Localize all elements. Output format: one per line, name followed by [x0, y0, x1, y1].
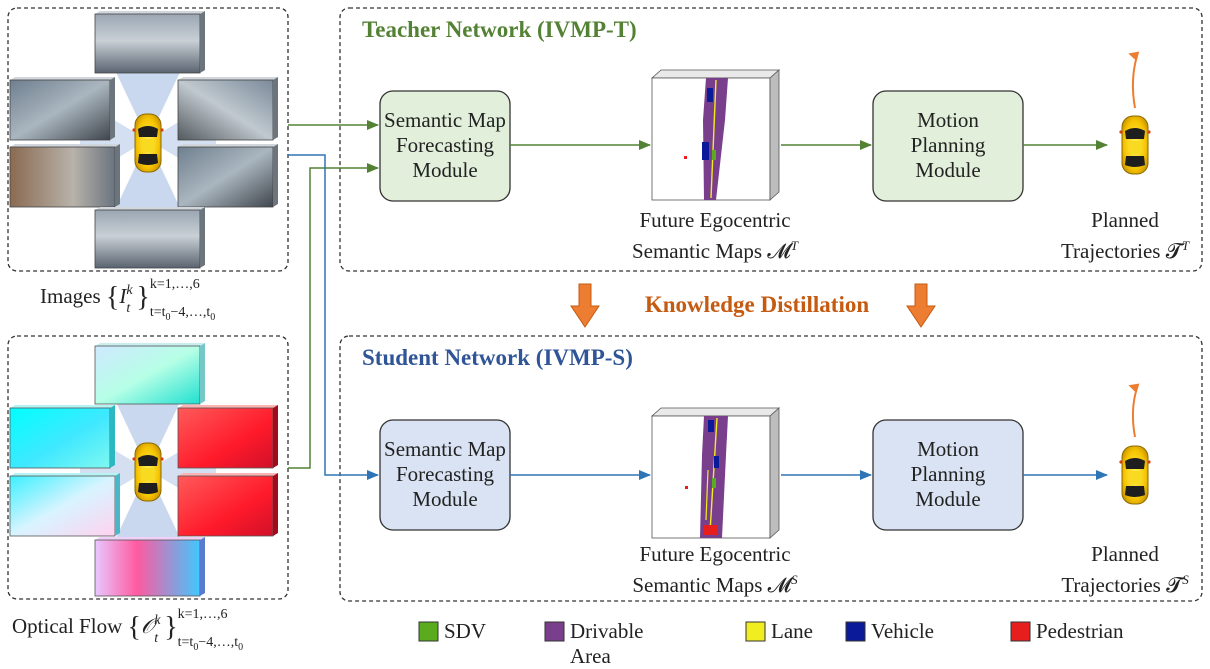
legend-swatch-pedestrian: [1010, 621, 1031, 642]
student-title: Student Network (IVMP-S): [362, 345, 633, 370]
flow-image-front-left: [9, 405, 115, 469]
legend-swatch-lane: [745, 621, 766, 642]
student-arrows: [288, 154, 1108, 480]
flow-image-back-left: [9, 473, 120, 537]
camera-image-front-right: [177, 77, 278, 141]
flow-image-front-right: [177, 405, 278, 469]
teacher-arrows: [288, 120, 1108, 469]
teacher-planning-module: [872, 90, 1024, 202]
legend-item-vehicle: Vehicle: [871, 619, 934, 643]
camera-image-back: [94, 207, 205, 269]
diagram-canvas: [7, 7, 1203, 642]
flow-image-front: [94, 343, 205, 405]
teacher-maps-label: Future Egocentric Semantic Maps 𝓜T: [631, 208, 799, 263]
student-panel: [339, 335, 1203, 602]
camera-image-back-left: [9, 144, 120, 208]
legend-item-lane: Lane: [771, 619, 813, 643]
legend-item-drivable-area: Drivable Area: [570, 619, 644, 668]
teacher-trajectory-path: [1128, 51, 1140, 109]
teacher-planned-car-icon: [1118, 115, 1152, 175]
student-trajectory-path: [1128, 383, 1140, 438]
distillation-label: Knowledge Distillation: [644, 292, 870, 317]
student-maps-label: Future Egocentric Semantic Maps 𝓜S: [632, 542, 798, 597]
legend-swatches: [418, 621, 1031, 642]
distillation-arrow-right: [906, 283, 936, 328]
distillation-arrow-left: [570, 283, 600, 328]
camera-image-back-right: [177, 144, 278, 208]
legend-swatch-vehicle: [845, 621, 866, 642]
optical-flow-group: [9, 343, 278, 597]
flow-image-back-right: [177, 473, 278, 537]
camera-image-front-left: [9, 77, 115, 141]
student-planned-car-icon: [1118, 445, 1152, 505]
legend-item-sdv: SDV: [444, 619, 487, 643]
teacher-trajectories-label: Planned Trajectories 𝓣T: [1060, 208, 1190, 263]
flow-image-back: [94, 537, 205, 597]
teacher-panel: [339, 7, 1203, 272]
images-frame: [7, 7, 289, 272]
ego-car-icon: [131, 113, 165, 173]
student-semantic-map: [650, 407, 781, 539]
student-trajectories-label: Planned Trajectories 𝓣S: [1061, 542, 1189, 597]
teacher-title: Teacher Network (IVMP-T): [362, 17, 637, 42]
legend-item-pedestrian: Pedestrian: [1036, 619, 1124, 643]
teacher-semantic-module: [379, 90, 511, 202]
teacher-semantic-map: [650, 69, 781, 201]
camera-image-front: [94, 11, 205, 74]
camera-image-group: [9, 11, 278, 269]
legend-swatch-drivable-area: [544, 621, 565, 642]
legend-swatch-sdv: [418, 621, 439, 642]
ego-car-icon: [131, 442, 165, 502]
flow-frame: [7, 335, 289, 600]
